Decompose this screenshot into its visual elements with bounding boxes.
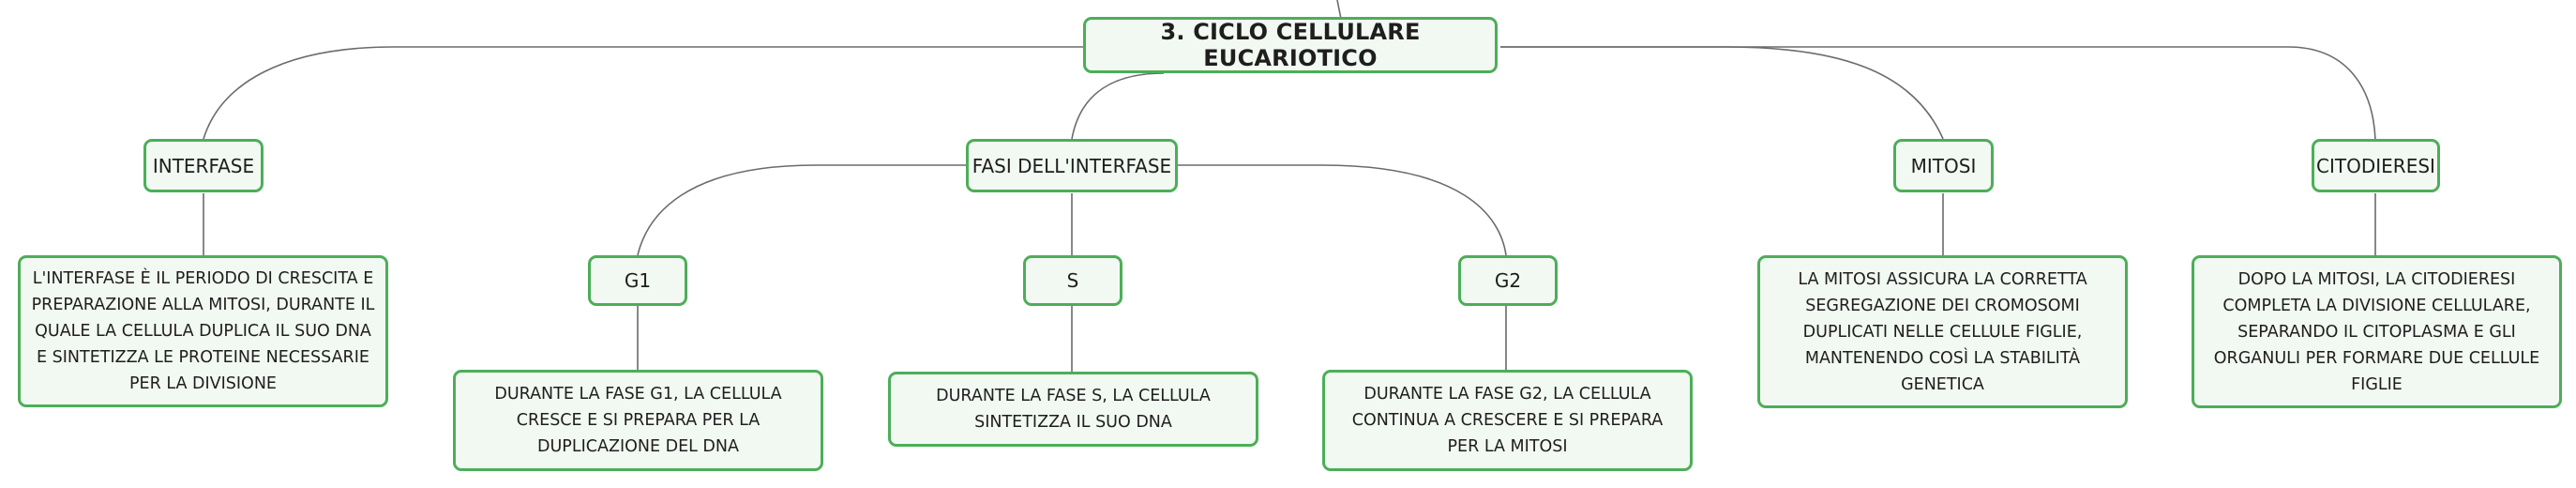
root-node[interactable]: 3. CICLO CELLULARE EUCARIOTICO <box>1083 17 1498 73</box>
desc-g2[interactable]: DURANTE LA FASE G2, LA CELLULA CONTINUA … <box>1322 370 1693 471</box>
desc-s[interactable]: DURANTE LA FASE S, LA CELLULA SINTETIZZA… <box>888 372 1258 447</box>
topic-g2-label: G2 <box>1494 269 1522 292</box>
connector-fasi-g2 <box>1178 164 1507 256</box>
connector-root-citodieresi <box>1500 46 2376 140</box>
desc-citodieresi-text: DOPO LA MITOSI, LA CITODIERESI COMPLETA … <box>2213 269 2540 394</box>
desc-s-text: DURANTE LA FASE S, LA CELLULA SINTETIZZA… <box>936 387 1211 432</box>
topic-g2[interactable]: G2 <box>1458 255 1558 306</box>
desc-g1[interactable]: DURANTE LA FASE G1, LA CELLULA CRESCE E … <box>453 370 823 471</box>
topic-g1-label: G1 <box>624 269 652 292</box>
topic-interfase-label: INTERFASE <box>152 154 255 177</box>
desc-mitosi-text: LA MITOSI ASSICURA LA CORRETTA SEGREGAZI… <box>1798 269 2087 394</box>
topic-mitosi-label: MITOSI <box>1910 154 1977 177</box>
topic-s[interactable]: S <box>1023 255 1122 306</box>
desc-interfase[interactable]: L'INTERFASE È IL PERIODO DI CRESCITA E P… <box>18 255 388 407</box>
topic-citodieresi[interactable]: CITODIERESI <box>2312 139 2440 192</box>
topic-citodieresi-label: CITODIERESI <box>2316 154 2435 177</box>
topic-fasi-interfase[interactable]: FASI DELL'INTERFASE <box>966 139 1178 192</box>
connector-root-mitosi <box>1500 46 1944 140</box>
topic-fasi-interfase-label: FASI DELL'INTERFASE <box>972 154 1172 177</box>
connector-parent-root <box>1336 0 1342 20</box>
desc-g1-text: DURANTE LA FASE G1, LA CELLULA CRESCE E … <box>494 385 782 456</box>
connector-root-interfase <box>203 46 1088 140</box>
connector-root-fasi <box>1071 72 1165 140</box>
desc-interfase-text: L'INTERFASE È IL PERIODO DI CRESCITA E P… <box>31 269 375 393</box>
topic-mitosi[interactable]: MITOSI <box>1893 139 1994 192</box>
topic-g1[interactable]: G1 <box>588 255 687 306</box>
topic-interfase[interactable]: INTERFASE <box>143 139 264 192</box>
desc-citodieresi[interactable]: DOPO LA MITOSI, LA CITODIERESI COMPLETA … <box>2192 255 2562 408</box>
connector-fasi-g1 <box>637 164 966 256</box>
desc-mitosi[interactable]: LA MITOSI ASSICURA LA CORRETTA SEGREGAZI… <box>1757 255 2128 408</box>
root-label: 3. CICLO CELLULARE EUCARIOTICO <box>1160 19 1421 71</box>
topic-s-label: S <box>1066 269 1079 292</box>
desc-g2-text: DURANTE LA FASE G2, LA CELLULA CONTINUA … <box>1351 385 1664 456</box>
